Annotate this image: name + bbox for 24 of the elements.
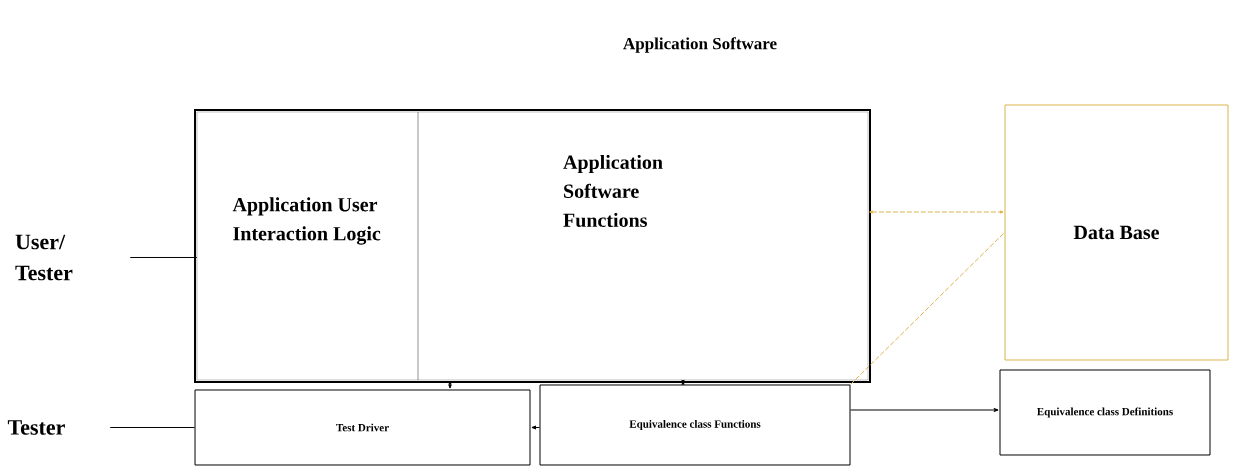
module-region [417, 111, 869, 381]
connector [531, 425, 540, 430]
node-text: Equivalence class Functions [629, 420, 761, 430]
node-text: Application User Interaction Logic [232, 197, 381, 245]
node-text: Tester [7, 420, 65, 435]
connector [869, 210, 1004, 214]
title: Application Software [623, 37, 777, 53]
connector [129, 257, 198, 258]
connector [448, 381, 452, 389]
connector [681, 379, 685, 386]
node-text: Test Driver [336, 423, 389, 432]
node-text: User/ Tester [15, 234, 73, 281]
module-box [999, 369, 1211, 456]
module-box [194, 389, 531, 466]
node-text: Data Base [1073, 225, 1159, 240]
connector [109, 427, 195, 428]
connector [850, 408, 999, 412]
module-region [196, 111, 419, 381]
node-text: Application Software Functions [563, 154, 663, 228]
module-box [539, 384, 851, 466]
connector [850, 232, 1005, 385]
node-text: Equivalence class Definitions [1037, 407, 1173, 418]
application-box [194, 109, 871, 383]
database-box [1004, 104, 1229, 361]
